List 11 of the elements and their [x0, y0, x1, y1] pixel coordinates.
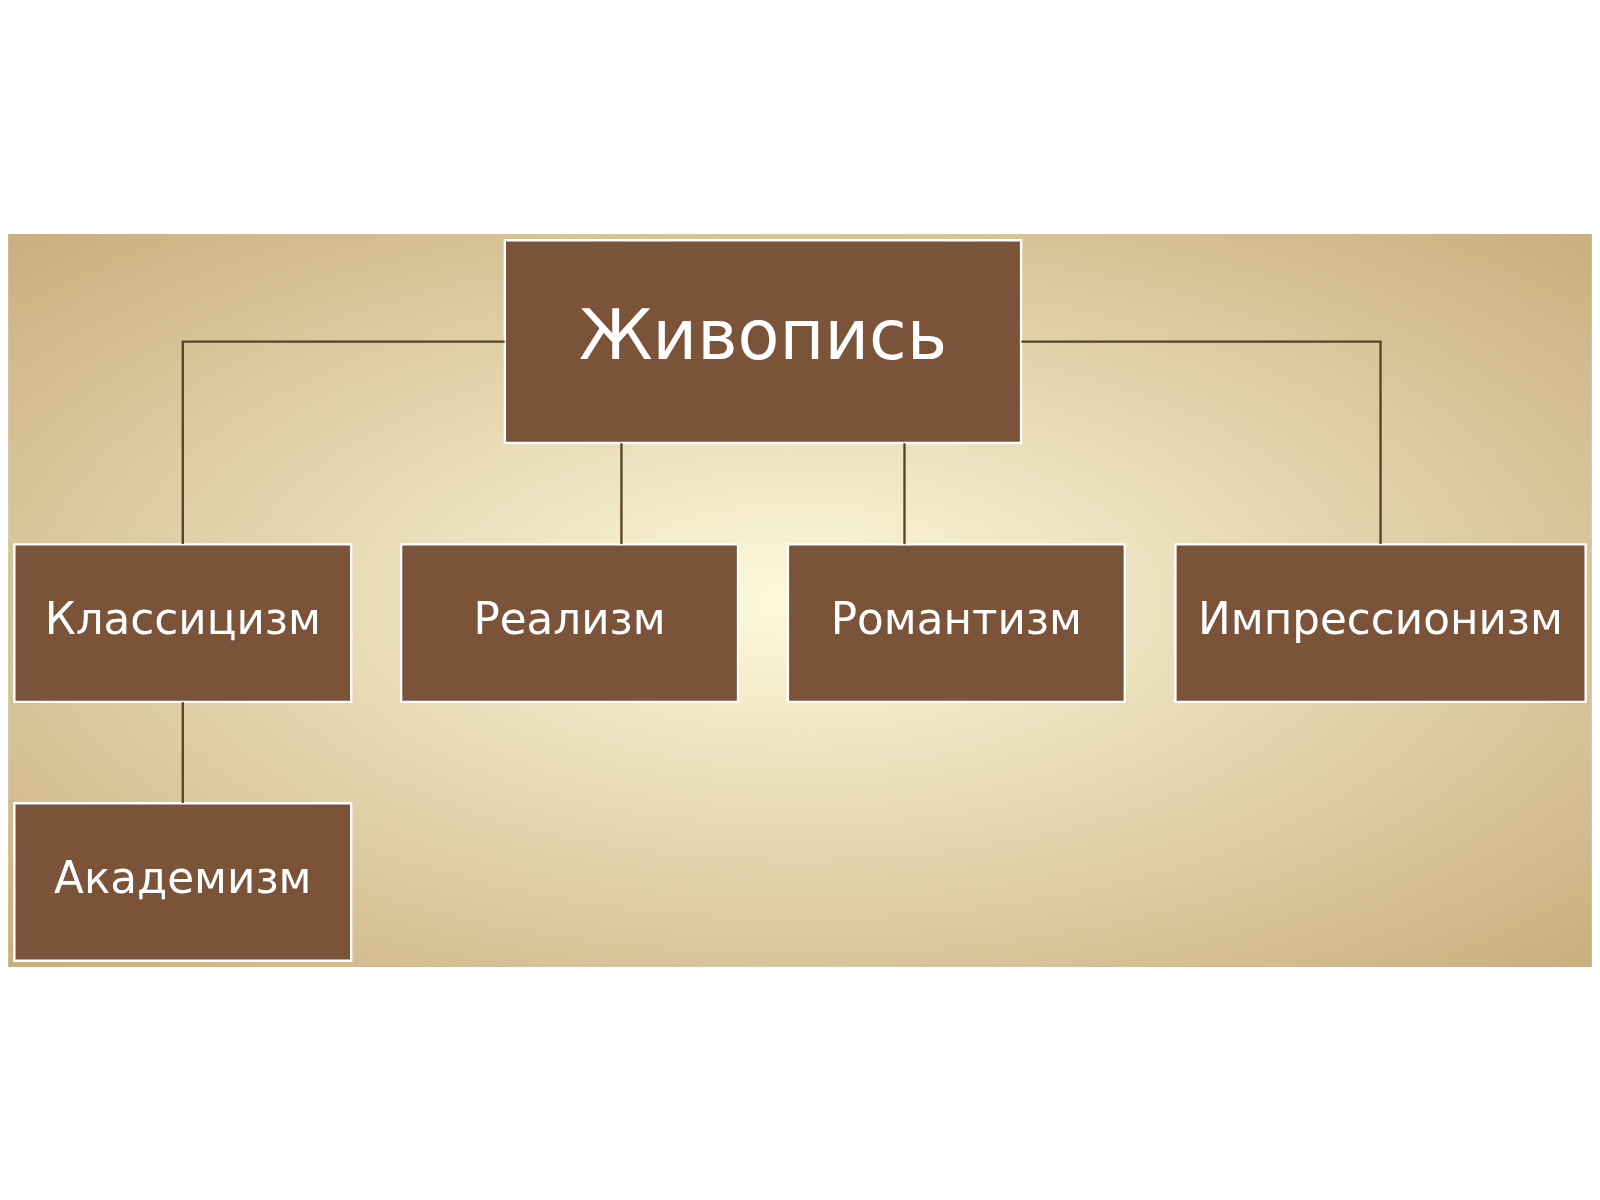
connector [620, 442, 623, 544]
connector [181, 339, 505, 544]
node-box: Романтизм [786, 542, 1126, 703]
node-box: Классицизм [13, 542, 353, 703]
connector [1021, 339, 1382, 544]
connector [903, 442, 906, 544]
node-box: Реализм [399, 542, 740, 703]
node-box: Живопись [503, 238, 1023, 444]
node-box: Академизм [13, 801, 353, 962]
connector [181, 701, 184, 803]
node-box: Импрессионизм [1174, 542, 1587, 703]
